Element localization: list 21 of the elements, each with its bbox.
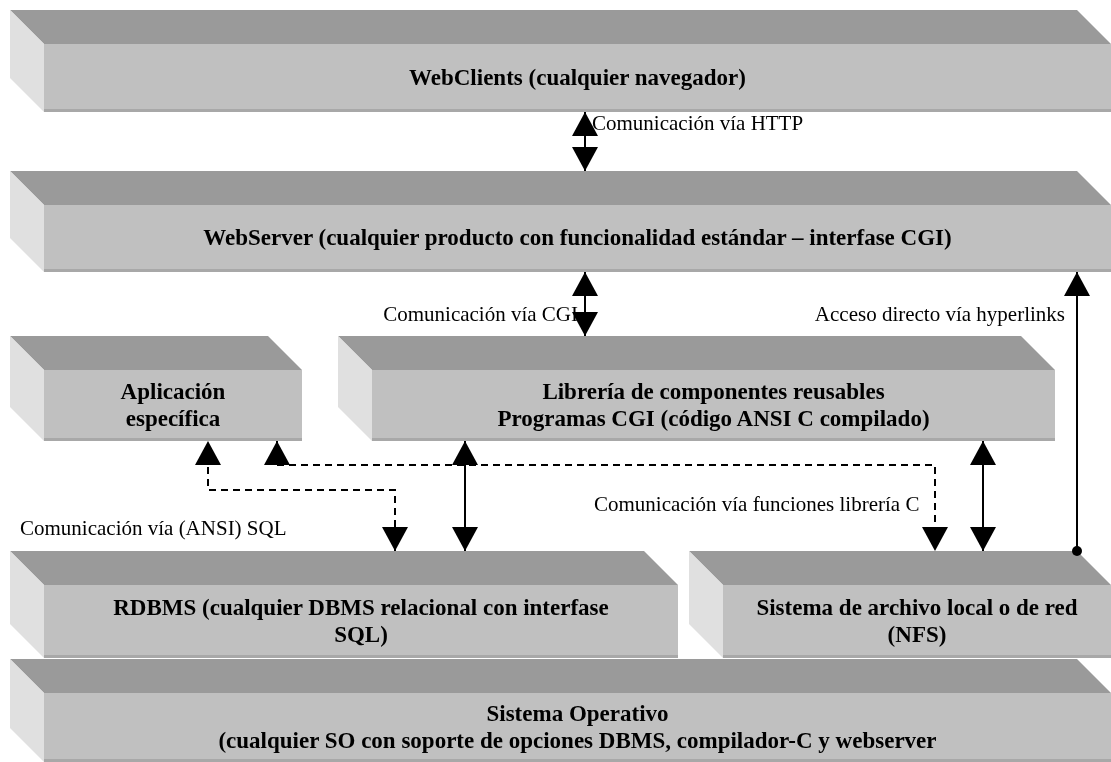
block-title: Librería de componentes reusables [542, 379, 885, 406]
edge-label: Comunicación vía CGI [382, 302, 578, 328]
arrow [572, 111, 598, 172]
arrow [452, 440, 478, 552]
edge-label: Comunicación vía (ANSI) SQL [20, 516, 287, 542]
block-title: (cualquier SO con soporte de opciones DBMS, compilador-C y webserver [218, 727, 937, 754]
edge-label: Comunicación vía funciones librería C [594, 491, 921, 518]
block-title: WebClients (cualquier navegador) [409, 64, 746, 92]
block-title: WebServer (cualquier producto con funcionalidad estándar – interfase CGI) [203, 225, 952, 252]
block-title: Sistema Operativo [486, 701, 669, 728]
edge-label: Acceso directo vía hyperlinks [813, 302, 1065, 328]
block-title: Programas CGI (código ANSI C compilado) [497, 405, 930, 432]
block-title: RDBMS (cualquier DBMS relacional con interfase SQL) [112, 595, 610, 648]
arrow [970, 440, 996, 552]
block-title: Sistema de archivo local o de red (NFS) [755, 595, 1079, 648]
arrow [195, 440, 408, 552]
block-title: Aplicación específica [119, 379, 227, 432]
arrow [572, 271, 598, 337]
arrow [264, 440, 948, 552]
edge-label: Comunicación vía HTTP [592, 111, 804, 137]
arrow [1064, 271, 1090, 556]
